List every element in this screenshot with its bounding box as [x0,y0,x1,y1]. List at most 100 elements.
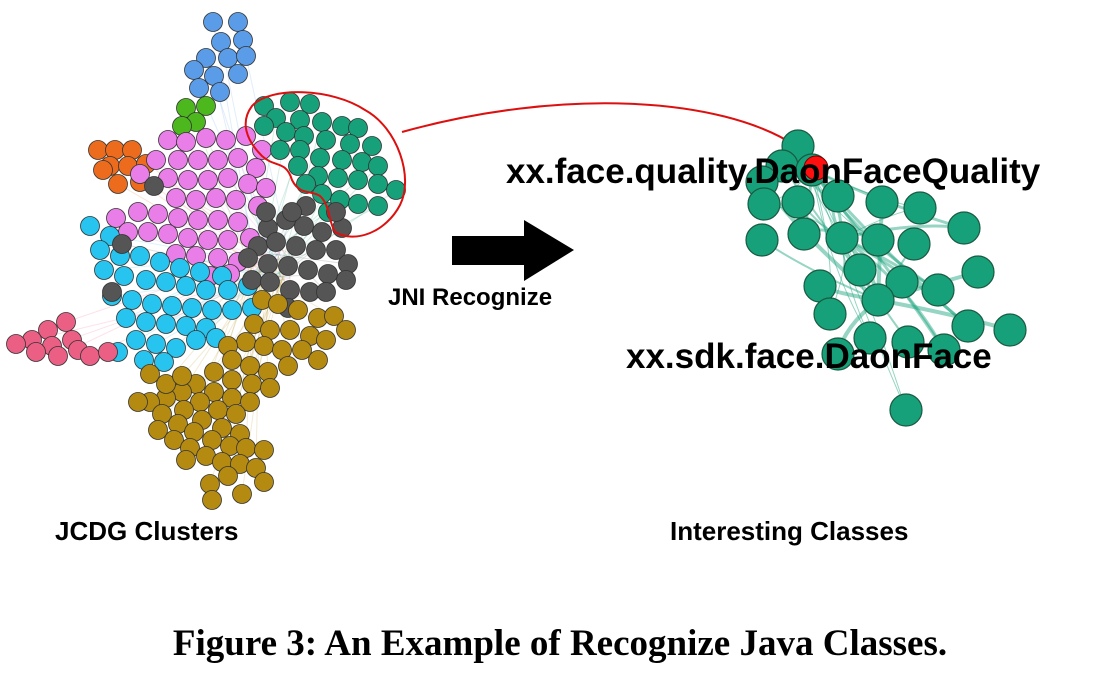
graph-node-dark-gray [318,264,338,284]
graph-node-violet [228,148,248,168]
graph-node-dark-gray [294,216,314,236]
graph-node-violet [196,128,216,148]
graph-node-cyan [196,280,216,300]
graph-node-violet [138,222,158,242]
graph-node-cyan [94,260,114,280]
graph-node-teal [821,179,855,213]
graph-node-olive [240,356,260,376]
graph-node-pink [26,342,46,362]
graph-node-violet [148,204,168,224]
graph-node-cyan [156,272,176,292]
graph-node-violet [130,164,150,184]
graph-node-blue [203,12,223,32]
graph-node-teal [781,185,815,219]
graph-node-teal [787,217,821,251]
graph-node-teal [348,170,368,190]
graph-node-teal [340,134,360,154]
graph-node-teal [328,168,348,188]
graph-node-violet [166,188,186,208]
graph-node-orange [88,140,108,160]
graph-node-cyan [90,240,110,260]
graph-node-olive [254,440,274,460]
graph-node-violet [208,210,228,230]
graph-node-teal [821,337,855,371]
graph-node-olive [268,294,288,314]
graph-node-violet [106,208,126,228]
graph-node-cyan [166,338,186,358]
graph-node-blue [196,48,216,68]
jcdg-clusters [6,12,406,510]
graph-node-olive [222,370,242,390]
graph-node-cyan [176,316,196,336]
graph-node-violet [128,202,148,222]
graph-node-dark-gray [286,236,306,256]
graph-node-cyan [126,330,146,350]
graph-node-olive [208,400,228,420]
graph-node-violet [218,230,238,250]
graph-node-cyan [156,314,176,334]
graph-node-blue [210,82,230,102]
graph-node-cyan [186,330,206,350]
graph-node-teal [368,174,388,194]
graph-node-olive [172,366,192,386]
graph-node-teal [312,112,332,132]
graph-edge [271,253,349,265]
graph-node-violet [158,224,178,244]
graph-node-teal [348,118,368,138]
graph-node-cyan [190,262,210,282]
graph-node-cyan [114,266,134,286]
graph-node-cyan [80,216,100,236]
graph-node-cyan [150,252,170,272]
graph-node-violet [218,168,238,188]
graph-node-dark-gray [306,240,326,260]
graph-node-blue [228,64,248,84]
graph-node-violet [158,130,178,150]
graph-node-teal [362,136,382,156]
graph-node-cyan [182,298,202,318]
connector-curve [401,102,797,147]
graph-node-violet [206,188,226,208]
graph-node-pink [56,312,76,332]
graph-node-cyan [170,258,190,278]
node-label-daon-face: xx.sdk.face.DaonFace [626,337,992,376]
big-arrow [452,220,574,281]
graph-node-violet [246,158,266,178]
graph-node-olive [156,374,176,394]
graph-node-orange [108,174,128,194]
graph-node-cyan [136,312,156,332]
graph-node-blue [236,46,256,66]
graph-node-olive [278,356,298,376]
graph-node-olive [280,320,300,340]
graph-node-olive [218,466,238,486]
graph-node-violet [216,130,236,150]
graph-node-olive [204,362,224,382]
graph-node-violet [198,170,218,190]
graph-node-blue [228,12,248,32]
graph-node-olive [254,472,274,492]
graph-node-teal [927,333,961,367]
highlighted-node [803,155,829,181]
graph-node-teal [861,223,895,257]
graph-node-teal [316,130,336,150]
graph-node-violet [188,210,208,230]
graph-node-violet [168,208,188,228]
graph-node-teal [903,191,937,225]
graph-node-teal [947,211,981,245]
graph-node-cyan [154,352,174,372]
graph-node-teal [310,148,330,168]
node-label-daon-face-quality: xx.face.quality.DaonFaceQuality [506,152,1041,191]
arrow-label: JNI Recognize [388,284,553,311]
graph-node-violet [178,170,198,190]
graph-node-cyan [218,280,238,300]
graph-node-teal [288,156,308,176]
graph-node-teal [885,265,919,299]
graph-node-olive [336,320,356,340]
graph-node-cyan [136,270,156,290]
graph-node-dark-gray [282,202,302,222]
graph-node-teal [803,269,837,303]
graph-edge [841,237,907,411]
graph-node-dark-gray [238,248,258,268]
graph-node-dark-gray [326,240,346,260]
graph-node-teal [270,140,290,160]
